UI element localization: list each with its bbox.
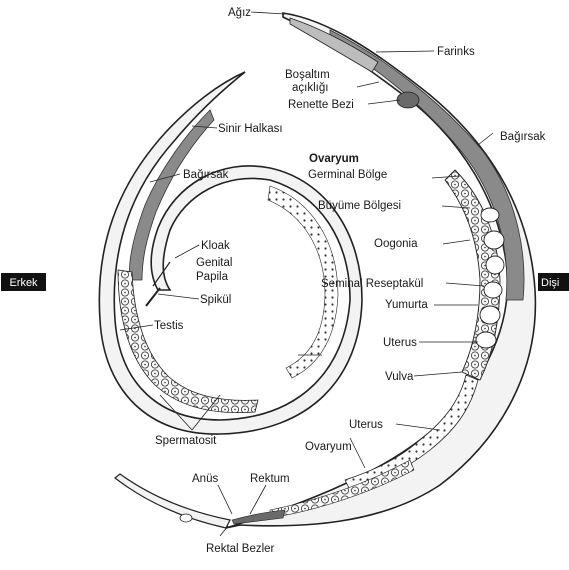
label-intestine-male: Bağırsak: [183, 169, 229, 181]
label-germinal-zone: Germinal Bölge: [308, 169, 387, 181]
label-renette-gland: Renette Bezi: [288, 99, 354, 111]
label-anus: Anüs: [192, 473, 218, 485]
label-uterus-1: Uterus: [383, 337, 417, 349]
rectal-gland: [180, 514, 192, 522]
label-rectum: Rektum: [250, 473, 290, 485]
female-tag: Dişi: [538, 273, 569, 291]
female-tag-text: Dişi: [541, 277, 559, 289]
spicule: [146, 288, 160, 306]
male-tag: Erkek: [1, 273, 46, 291]
label-rectal-glands: Rektal Bezler: [206, 543, 275, 555]
label-mouth: Ağız: [228, 7, 251, 19]
label-nerve-ring: Sinir Halkası: [218, 123, 283, 135]
female-pharynx: [290, 18, 378, 72]
label-uterus-2: Uterus: [349, 419, 383, 431]
label-genital-2: Papila: [196, 271, 229, 283]
label-cloaca: Kloak: [201, 240, 230, 252]
renette-gland: [397, 92, 419, 108]
label-oogonia: Oogonia: [374, 238, 418, 250]
label-seminal-receptacle: Seminal Reseptakül: [321, 278, 423, 290]
label-egg: Yumurta: [385, 299, 428, 311]
label-ovary-header: Ovaryum: [309, 153, 359, 165]
label-growth-zone: Büyüme Bölgesi: [318, 200, 401, 212]
label-ovary-2: Ovaryum: [305, 441, 352, 453]
label-pharynx: Farinks: [437, 46, 475, 58]
label-genital-1: Genital: [196, 257, 232, 269]
label-excretory-2: açıklığı: [292, 82, 328, 94]
label-spicule: Spikül: [200, 294, 231, 306]
label-testis: Testis: [154, 320, 184, 332]
label-spermatocyte: Spermatosit: [155, 435, 217, 447]
label-intestine-female: Bağırsak: [500, 131, 546, 143]
label-vulva: Vulva: [385, 371, 414, 383]
male-tag-text: Erkek: [9, 277, 38, 289]
label-excretory-1: Boşaltım: [285, 69, 330, 81]
